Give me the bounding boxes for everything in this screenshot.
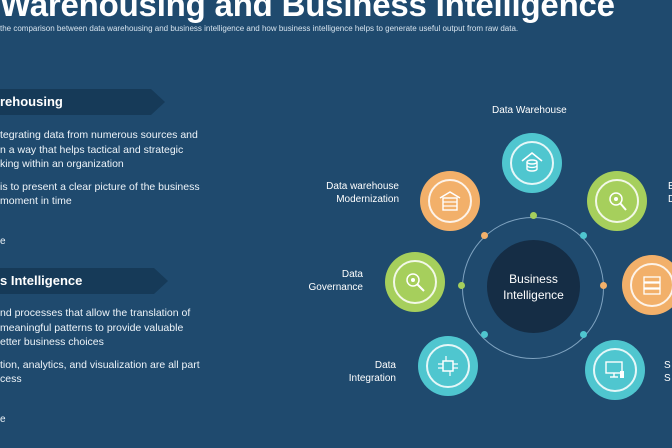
- node-label: S S: [664, 360, 671, 384]
- monitor-icon: [605, 361, 624, 378]
- body-line: cess: [0, 373, 22, 385]
- ring-dot: [458, 282, 465, 289]
- body-stub: e: [0, 236, 6, 247]
- ring-dot: [580, 331, 587, 338]
- node-label: Data Integration: [348, 360, 396, 384]
- center-hub: Business Intelligence: [487, 240, 580, 333]
- ring-dot: [530, 212, 537, 219]
- page-title: Warehousing and Business Intelligence: [0, 0, 615, 23]
- section-heading: rehousing: [0, 94, 63, 109]
- body-line: meaningful patterns to provide valuable: [0, 321, 184, 334]
- body-line: king within an organization: [0, 158, 124, 170]
- node-label: Data Warehouse: [492, 105, 567, 116]
- warehouse-icon: [439, 191, 461, 211]
- page-subtitle: the comparison between data warehousing …: [0, 24, 519, 33]
- body-line: n a way that helps tactical and strategi…: [0, 143, 184, 156]
- section-body-warehousing: tegrating data from numerous sources and…: [0, 128, 200, 209]
- section-banner-warehousing: rehousing: [0, 89, 165, 115]
- chip-icon: [438, 356, 458, 376]
- node-label: Data Governance: [308, 269, 363, 293]
- node-dw-modernization: [420, 171, 480, 231]
- section-body-intelligence: nd processes that allow the translation …: [0, 306, 200, 387]
- section-banner-intelligence: s Intelligence: [0, 268, 168, 294]
- governance-icon: [406, 273, 425, 292]
- center-label: Intelligence: [503, 287, 564, 302]
- section-heading: s Intelligence: [0, 273, 83, 288]
- body-line: tion, analytics, and visualization are a…: [0, 358, 200, 371]
- node-data-governance: [385, 252, 445, 312]
- ring-dot: [600, 282, 607, 289]
- node-data-integration: [418, 336, 478, 396]
- body-stub: e: [0, 414, 6, 425]
- node-right-bottom: [585, 340, 645, 400]
- ring-dot: [580, 232, 587, 239]
- body-line: tegrating data from numerous sources and: [0, 129, 198, 141]
- body-line: moment in time: [0, 195, 72, 207]
- ring-dot: [481, 331, 488, 338]
- ring-dot: [481, 232, 488, 239]
- body-line: etter business choices: [0, 336, 104, 348]
- node-right-top: [587, 171, 647, 231]
- database-icon: [521, 151, 543, 172]
- server-icon: [643, 276, 661, 295]
- analysis-icon: [609, 192, 627, 211]
- node-label: E D: [668, 181, 672, 205]
- node-right-mid: [622, 255, 672, 315]
- body-line: is to present a clear picture of the bus…: [0, 180, 200, 193]
- node-data-warehouse: [502, 133, 562, 193]
- node-label: Data warehouse Modernization: [326, 181, 399, 205]
- center-label: Business: [509, 271, 558, 286]
- body-line: nd processes that allow the translation …: [0, 307, 191, 319]
